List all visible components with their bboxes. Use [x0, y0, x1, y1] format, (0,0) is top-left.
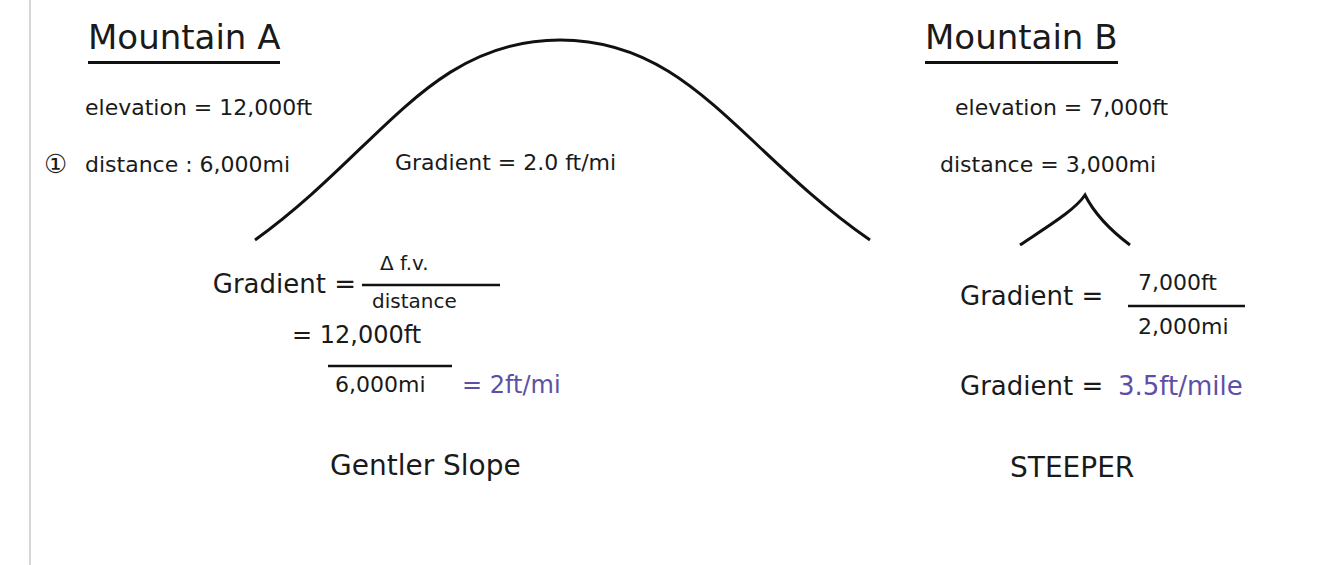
- conclusion-text: STEEPER: [1010, 452, 1134, 484]
- formula-text: Gradient =: [213, 270, 356, 300]
- formula-text: 2,000mi: [1138, 314, 1229, 339]
- formula-text: Gradient =: [960, 372, 1103, 402]
- heading: Mountain A: [88, 18, 280, 64]
- conclusion-text: Gentler Slope: [330, 450, 521, 482]
- result-text: 3.5ft/mile: [1118, 372, 1243, 402]
- formula-text: Δ f.v.: [380, 252, 429, 275]
- value-label: distance = 3,000mi: [940, 152, 1156, 177]
- value-label: distance : 6,000mi: [85, 152, 290, 177]
- mountain-a-outline: [255, 40, 870, 240]
- mountain-b-outline: [1020, 195, 1130, 245]
- formula-text: 7,000ft: [1138, 270, 1217, 295]
- formula-text: Gradient =: [960, 282, 1103, 312]
- callout-number: ①: [44, 150, 67, 180]
- value-label: elevation = 12,000ft: [85, 95, 312, 120]
- value-label: Gradient = 2.0 ft/mi: [395, 150, 616, 175]
- fraction-bar: [1128, 305, 1245, 308]
- formula-text: 6,000mi: [335, 372, 426, 397]
- margin-line: [29, 0, 31, 565]
- heading: Mountain B: [925, 18, 1118, 64]
- result-text: = 2ft/mi: [462, 372, 561, 400]
- fraction-bar: [362, 284, 500, 287]
- value-label: elevation = 7,000ft: [955, 95, 1168, 120]
- fraction-bar: [328, 365, 452, 368]
- formula-text: = 12,000ft: [292, 322, 421, 350]
- formula-text: distance: [372, 290, 457, 313]
